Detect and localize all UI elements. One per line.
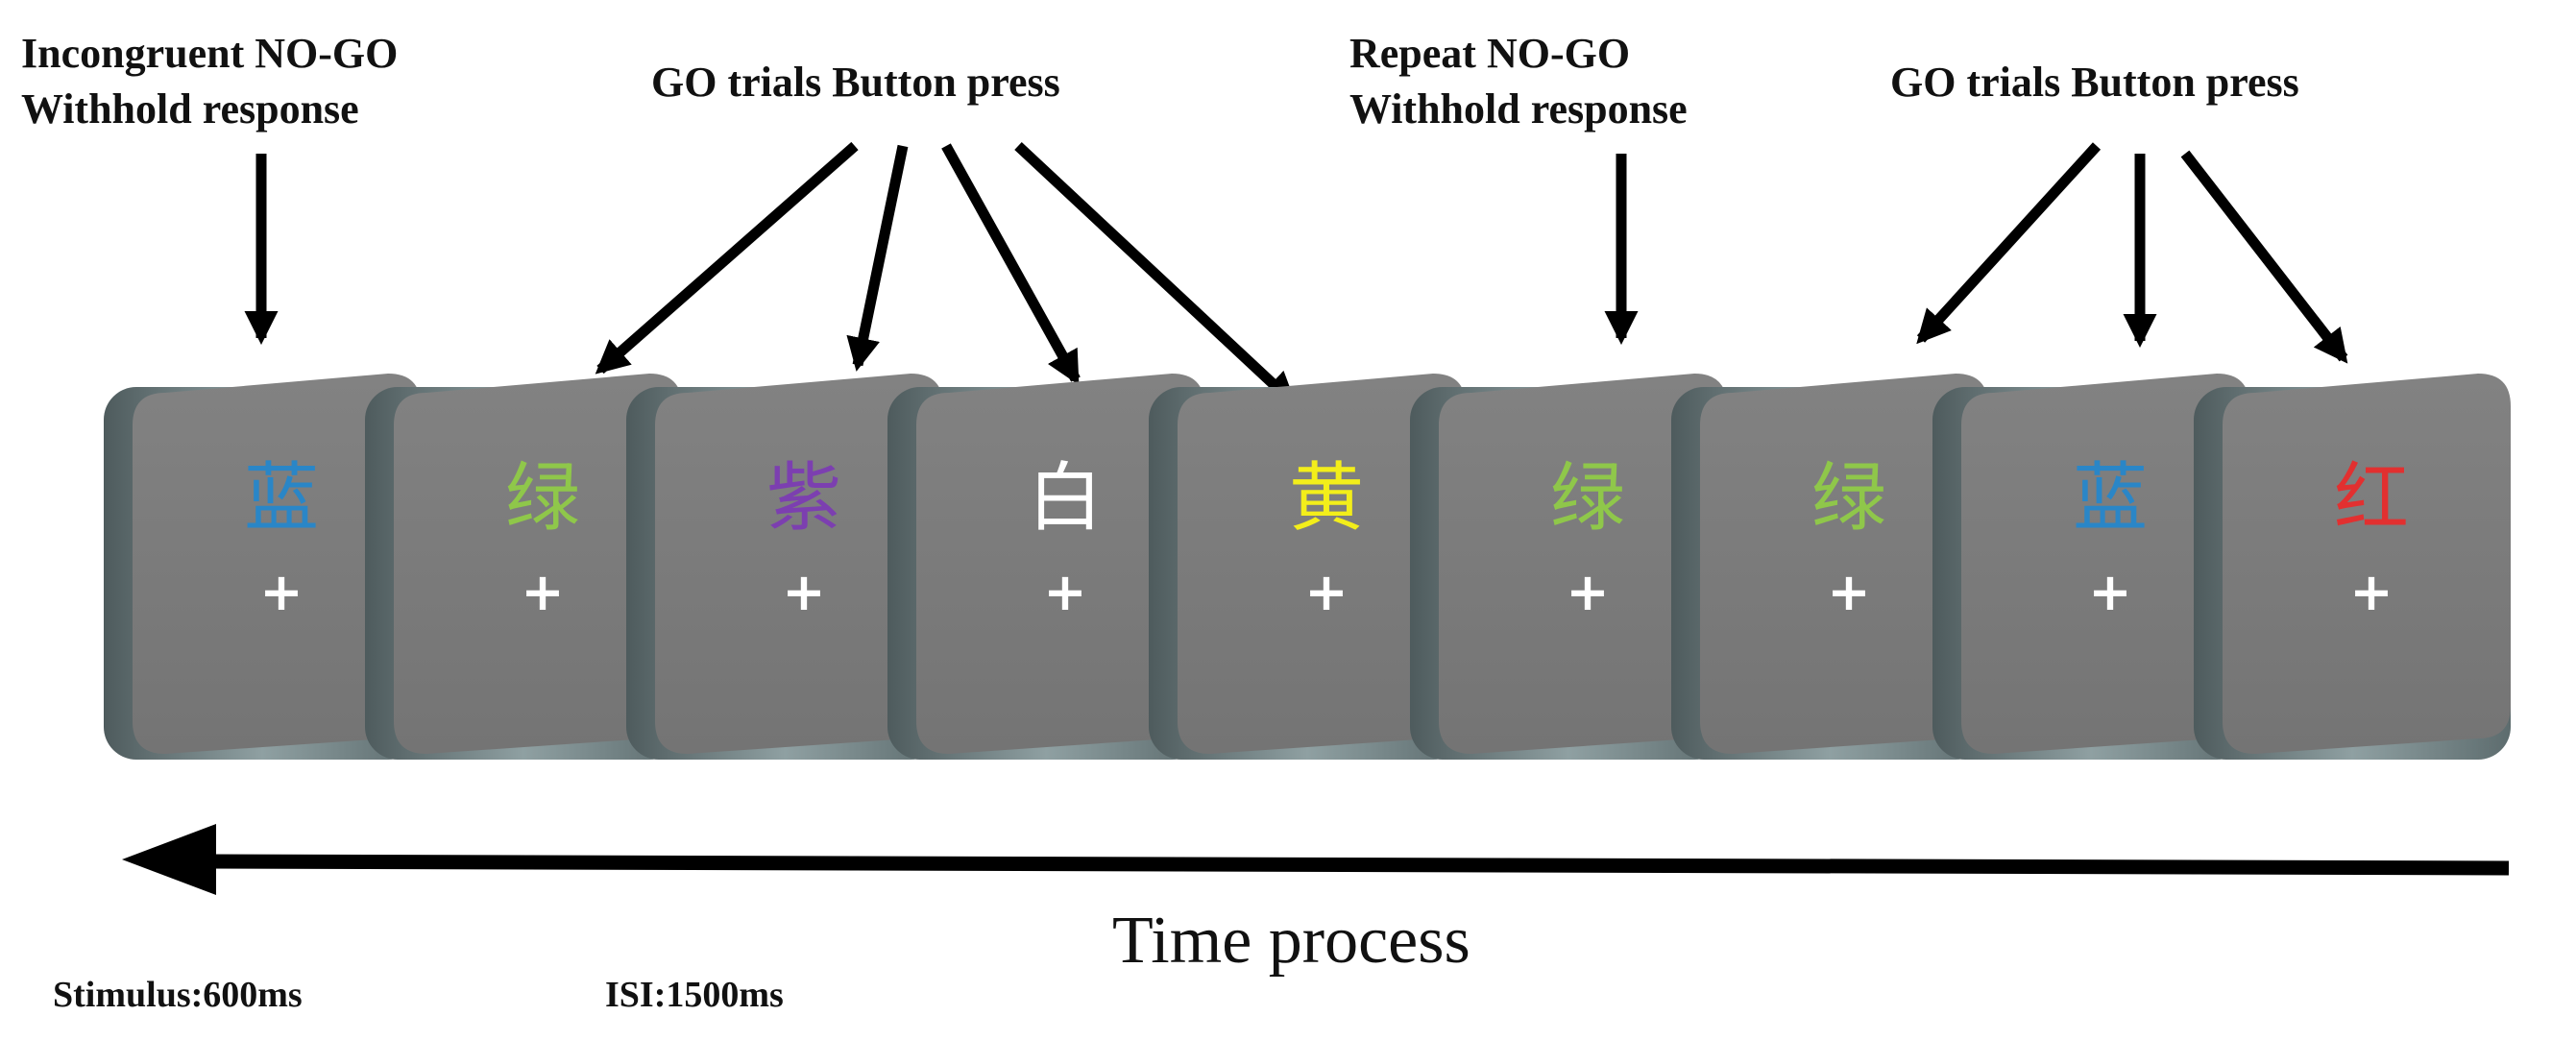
repeat-nogo-label: Repeat NO-GO <box>1349 30 1630 77</box>
fixation-cross: + <box>259 562 303 622</box>
card-face <box>1700 374 1988 754</box>
card-face <box>133 374 421 754</box>
card-face <box>916 374 1204 754</box>
stimulus-card: 白+ <box>887 374 1204 760</box>
fixation-cross: + <box>521 562 564 622</box>
color-word: 绿 <box>1811 455 1886 542</box>
stimulus-card: 绿+ <box>1410 374 1727 760</box>
go-trials-label-1: GO trials Button press <box>651 59 1060 106</box>
stimulus-duration-label: Stimulus:600ms <box>53 975 303 1015</box>
isi-duration-label: ISI:1500ms <box>605 975 784 1015</box>
fixation-cross: + <box>782 562 825 622</box>
stimulus-card: 蓝+ <box>104 374 421 760</box>
stimulus-card: 紫+ <box>626 374 943 760</box>
time-process-label: Time process <box>1112 904 1470 978</box>
stimulus-card: 绿+ <box>365 374 682 760</box>
card-face <box>2223 374 2511 754</box>
color-word: 绿 <box>1550 455 1625 542</box>
time-arrow-shaft <box>206 854 2510 876</box>
card-face <box>655 374 943 754</box>
arrow-go-3 <box>941 143 1081 386</box>
card-face <box>1439 374 1727 754</box>
color-word: 黄 <box>1289 455 1364 542</box>
go-trials-label-2: GO trials Button press <box>1890 59 2299 106</box>
fixation-cross: + <box>2088 562 2131 622</box>
card-face <box>394 374 682 754</box>
color-word: 绿 <box>505 455 580 542</box>
card-face <box>1178 374 1466 754</box>
color-word: 蓝 <box>2073 455 2148 542</box>
fixation-cross: + <box>1043 562 1086 622</box>
card-face <box>1961 374 2249 754</box>
arrow-go-4 <box>1014 141 1298 406</box>
arrow-go-1 <box>595 141 859 375</box>
arrow-go-2 <box>846 144 909 372</box>
fixation-cross: + <box>2349 562 2393 622</box>
stimulus-card: 红+ <box>2194 374 2511 760</box>
color-word: 白 <box>1028 455 1103 542</box>
color-word: 红 <box>2334 455 2409 542</box>
arrow-go-5 <box>1916 142 2102 345</box>
color-word: 蓝 <box>244 455 319 542</box>
fixation-cross: + <box>1566 562 1609 622</box>
stimulus-card: 黄+ <box>1149 374 1466 760</box>
fixation-cross: + <box>1304 562 1348 622</box>
color-word: 紫 <box>766 455 841 542</box>
stimulus-card: 蓝+ <box>1932 374 2249 760</box>
stimulus-cards: 蓝+绿+紫+白+黄+绿+绿+蓝+红+ <box>104 374 2511 760</box>
stimulus-card: 绿+ <box>1671 374 1988 760</box>
pointer-arrows <box>244 141 2348 406</box>
repeat-withhold-label: Withhold response <box>1349 85 1688 133</box>
fixation-cross: + <box>1827 562 1870 622</box>
incongruent-nogo-label: Incongruent NO-GO <box>21 30 398 77</box>
incongruent-withhold-label: Withhold response <box>21 85 359 133</box>
time-arrow-head <box>122 824 216 895</box>
arrow-go-7 <box>2180 150 2348 364</box>
